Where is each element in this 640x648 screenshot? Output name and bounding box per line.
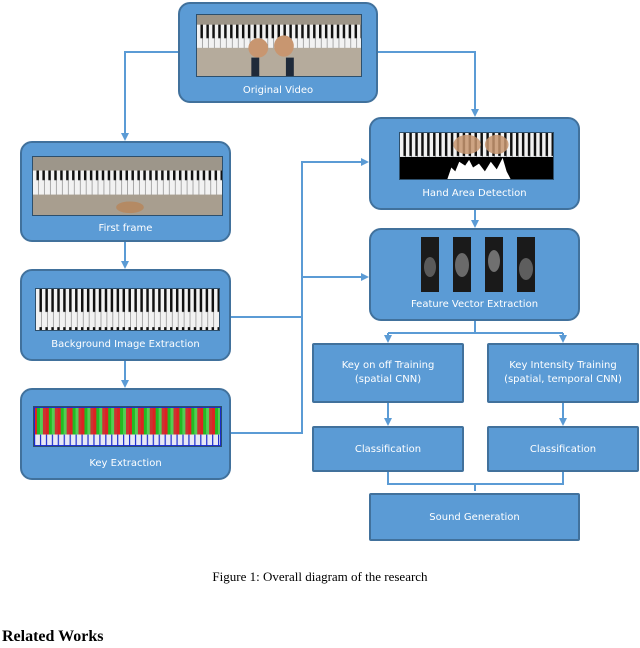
- first-frame-label: First frame: [98, 223, 153, 234]
- classification-right-box: Classification: [487, 426, 639, 472]
- hand-detection-label: Hand Area Detection: [422, 188, 527, 199]
- background-extraction-box: Background Image Extraction: [20, 269, 231, 361]
- section-title: Related Works: [2, 628, 104, 645]
- key-extraction-label: Key Extraction: [89, 458, 162, 469]
- figure-caption: Figure 1: Overall diagram of the researc…: [212, 569, 428, 584]
- feature-extraction-box: Feature Vector Extraction: [369, 228, 580, 321]
- key-extraction-box: Key Extraction: [20, 388, 231, 480]
- feature-extraction-label: Feature Vector Extraction: [410, 299, 539, 310]
- hand-detection-box: Hand Area Detection: [369, 117, 580, 210]
- classification-right-label: Classification: [529, 444, 597, 455]
- feature-crops-thumbnail: [421, 237, 535, 292]
- arrow-key-extraction-join: [231, 317, 303, 434]
- arrow-feature-split: [388, 321, 563, 334]
- arrow-video-to-hand-detection: [378, 51, 479, 117]
- piano-video-thumbnail: [196, 14, 362, 77]
- sound-generation-box: Sound Generation: [369, 493, 580, 541]
- arrow-video-to-first-frame: [121, 51, 178, 141]
- classification-left-box: Classification: [312, 426, 464, 472]
- arrow-background-to-hand-detection: [231, 158, 369, 318]
- sound-generation-label: Sound Generation: [429, 512, 520, 523]
- connectors: [121, 51, 567, 491]
- first-frame-box: First frame: [20, 141, 231, 242]
- background-extraction-label: Background Image Extraction: [51, 339, 200, 350]
- classification-left-label: Classification: [354, 444, 422, 455]
- original-video-box: Original Video: [178, 2, 378, 103]
- first-frame-thumbnail: [32, 156, 223, 216]
- hand-detection-thumbnail: [399, 132, 554, 180]
- background-thumbnail: [35, 288, 220, 331]
- key-onoff-training-box: Key on off Training (spatial CNN): [312, 343, 464, 403]
- key-intensity-training-label: Key Intensity Training (spatial, tempora…: [504, 360, 622, 385]
- arrow-classifications-merge: [387, 472, 564, 491]
- key-extraction-thumbnail: [33, 406, 222, 447]
- key-intensity-training-box: Key Intensity Training (spatial, tempora…: [487, 343, 639, 403]
- original-video-label: Original Video: [242, 85, 314, 96]
- key-onoff-training-label: Key on off Training (spatial CNN): [341, 360, 435, 385]
